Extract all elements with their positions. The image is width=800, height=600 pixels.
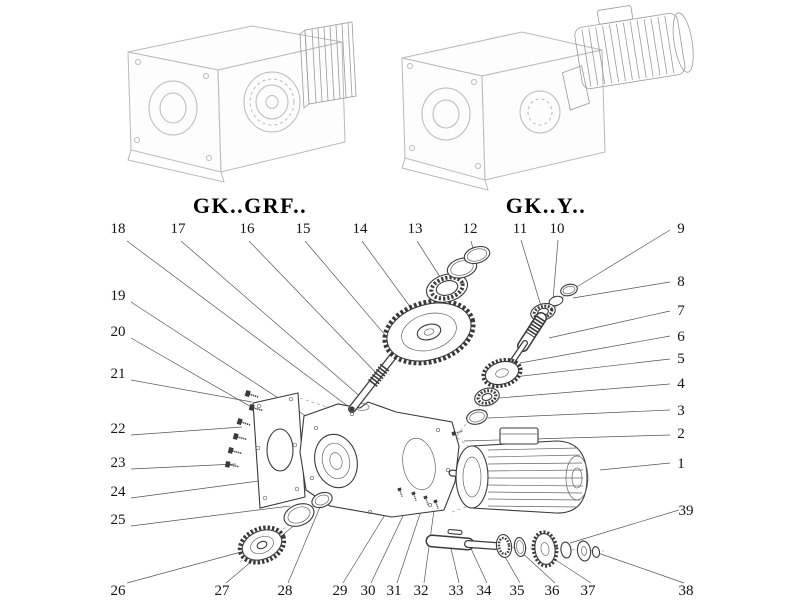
callout-6: 6 xyxy=(677,329,685,345)
callout-7: 7 xyxy=(677,303,685,319)
fastener-bolts-left xyxy=(224,389,263,468)
callout-25: 25 xyxy=(111,512,126,528)
fastener-studs-bottom xyxy=(397,487,440,510)
callout-3: 3 xyxy=(677,403,685,419)
input-cover-ribs xyxy=(299,21,357,109)
callout-numbers: 1 2 3 4 5 6 7 8 9 10 11 12 13 14 15 16 1… xyxy=(111,221,694,599)
callout-23: 23 xyxy=(111,455,126,471)
callout-10: 10 xyxy=(550,221,565,237)
callout-37: 37 xyxy=(581,583,597,599)
callout-5: 5 xyxy=(677,351,685,367)
callout-39: 39 xyxy=(679,503,694,519)
callout-9: 9 xyxy=(677,221,685,237)
callout-4: 4 xyxy=(677,376,685,392)
part-output-shaft-assembly xyxy=(425,529,601,568)
callout-31: 31 xyxy=(387,583,402,599)
assembled-view-grf xyxy=(127,21,357,183)
part-input-rings xyxy=(548,283,578,307)
callout-38: 38 xyxy=(679,583,694,599)
part-main-gear xyxy=(382,298,476,366)
callout-27: 27 xyxy=(215,583,231,599)
callout-2: 2 xyxy=(677,426,685,442)
callout-8: 8 xyxy=(677,274,685,290)
leader-lines xyxy=(126,229,685,584)
callout-12: 12 xyxy=(463,221,478,237)
part-lower-input-bearing xyxy=(474,387,500,407)
callout-24: 24 xyxy=(111,484,127,500)
callout-11: 11 xyxy=(513,221,527,237)
callout-29: 29 xyxy=(333,583,348,599)
callout-14: 14 xyxy=(353,221,369,237)
callout-35: 35 xyxy=(510,583,525,599)
part-input-gear xyxy=(481,357,523,389)
assembled-view-y xyxy=(401,5,694,191)
callout-32: 32 xyxy=(414,583,429,599)
callout-22: 22 xyxy=(111,421,126,437)
variant-label-grf: GK..GRF.. xyxy=(193,193,307,218)
callout-17: 17 xyxy=(171,221,187,237)
part-mounting-flange xyxy=(252,392,306,509)
callout-18: 18 xyxy=(111,221,126,237)
motor-illustration xyxy=(561,5,694,111)
callout-28: 28 xyxy=(278,583,293,599)
callout-36: 36 xyxy=(545,583,561,599)
callout-13: 13 xyxy=(408,221,423,237)
callout-19: 19 xyxy=(111,288,126,304)
callout-21: 21 xyxy=(111,366,126,382)
callout-30: 30 xyxy=(361,583,376,599)
fastener-stud-motor xyxy=(451,430,463,436)
callout-34: 34 xyxy=(477,583,493,599)
part-input-pinion-shaft xyxy=(509,312,547,365)
callout-16: 16 xyxy=(240,221,256,237)
callout-15: 15 xyxy=(296,221,311,237)
callout-33: 33 xyxy=(449,583,464,599)
part-upper-bearing xyxy=(425,273,469,303)
part-seal-ring xyxy=(466,409,488,425)
part-retaining-rings-top xyxy=(446,245,491,279)
part-lower-bearing-set xyxy=(237,491,333,565)
callout-20: 20 xyxy=(111,324,126,340)
part-gear-shaft xyxy=(348,346,402,413)
callout-26: 26 xyxy=(111,583,127,599)
part-motor xyxy=(448,427,589,514)
variant-label-y: GK..Y.. xyxy=(506,193,587,218)
callout-1: 1 xyxy=(677,456,685,472)
